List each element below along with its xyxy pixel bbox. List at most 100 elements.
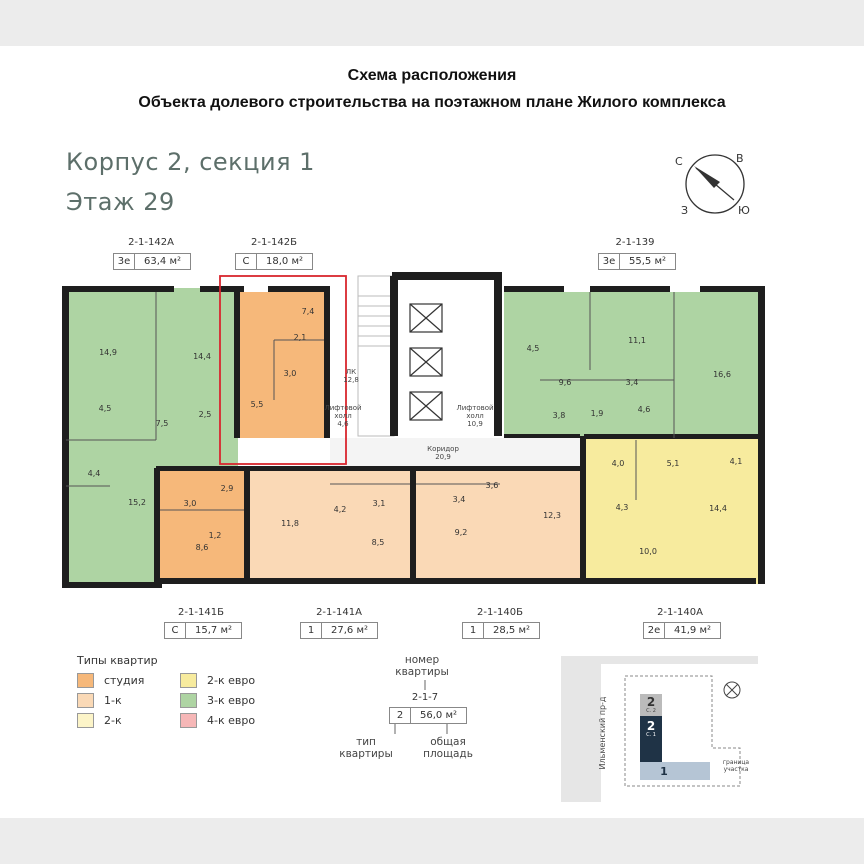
compass-w-label: З (681, 204, 688, 217)
example-type: 2 (390, 708, 411, 723)
room-area: 1,2 (209, 531, 222, 540)
corridor-label: Коридор 20,9 (427, 445, 459, 461)
legend-swatch (180, 673, 197, 688)
stair-label: ЛК 12,8 (343, 368, 359, 384)
site-boundary-label: граница участка (722, 759, 750, 773)
legend-swatch (77, 713, 94, 728)
apt-code-141a: 2-1-141А (316, 607, 362, 618)
legend-title: Типы квартир (77, 654, 158, 667)
section-1-block (640, 716, 662, 768)
compass-s-label: Ю (738, 204, 750, 217)
apt-box-141b: С 15,7 м² (164, 622, 242, 639)
legend-swatch (77, 673, 94, 688)
room-area: 5,5 (251, 400, 264, 409)
apt-box-140a: 2е 41,9 м² (643, 622, 721, 639)
site-building-2-label: 2 (646, 695, 656, 709)
apt-142b-fill (238, 292, 326, 438)
legend-item: 2-к евро (180, 673, 255, 688)
room-area: 4,1 (730, 457, 743, 466)
apt-type: С (165, 623, 186, 638)
legend-item: студия (77, 673, 144, 688)
compass-icon: С В З Ю (675, 152, 750, 217)
apt-box-139: 3е 55,5 м² (598, 253, 676, 270)
site-building-2b-label: 2 (646, 719, 656, 733)
apt-box-142b: С 18,0 м² (235, 253, 313, 270)
room-area: 3,0 (184, 499, 197, 508)
room-area: 8,6 (196, 543, 209, 552)
room-area: 8,5 (372, 538, 385, 547)
apt-area: 15,7 м² (195, 625, 232, 636)
room-area: 3,4 (453, 495, 466, 504)
room-area: 14,9 (99, 348, 117, 357)
legend-label: студия (104, 674, 145, 687)
legend-item: 2-к (77, 713, 122, 728)
stair-steps (358, 295, 394, 347)
apt-139-fill (504, 292, 762, 438)
legend-label: 1-к (104, 694, 122, 707)
legend-item: 1-к (77, 693, 122, 708)
apt-142a-fill-hall (156, 440, 238, 470)
room-area: 4,4 (88, 469, 101, 478)
site-road-label: Ильменский пр-д (598, 696, 607, 770)
section-2-block (640, 694, 662, 716)
apt-code-141b: 2-1-141Б (178, 607, 224, 618)
apt-code-142a: 2-1-142А (128, 237, 174, 248)
apt-box-142a: 3е 63,4 м² (113, 253, 191, 270)
apt-area: 63,4 м² (144, 256, 181, 267)
lift-shafts (409, 303, 443, 421)
partitions (66, 292, 675, 511)
header-line-2: Объекта долевого строительства на поэтаж… (138, 94, 726, 111)
room-area: 2,9 (221, 484, 234, 493)
walls (62, 272, 765, 588)
site-compass-icon (723, 681, 741, 699)
example-area: 56,0 м² (420, 710, 457, 721)
apt-area: 41,9 м² (674, 625, 711, 636)
room-area: 14,4 (709, 504, 727, 513)
apt-area: 28,5 м² (493, 625, 530, 636)
apt-code-139: 2-1-139 (615, 237, 655, 248)
legend-label: 4-к евро (207, 714, 256, 727)
apt-type: 3е (114, 254, 135, 269)
compass-e-label: В (736, 152, 744, 165)
room-area: 9,2 (455, 528, 468, 537)
room-area: 2,5 (199, 410, 212, 419)
apt-141b-fill (156, 470, 246, 584)
room-area: 3,6 (486, 481, 499, 490)
legend-item: 4-к евро (180, 713, 255, 728)
room-area: 12,3 (543, 511, 561, 520)
apt-type: 2е (644, 623, 665, 638)
legend-swatch (77, 693, 94, 708)
site-building-1-label: 1 (660, 765, 668, 778)
room-area: 3,0 (284, 369, 297, 378)
room-area: 1,9 (591, 409, 604, 418)
room-area: 7,4 (302, 307, 315, 316)
room-area: 16,6 (713, 370, 731, 379)
site-sec1-label: С. 1 (646, 732, 656, 738)
corridor-fill (330, 438, 584, 468)
apt-140a-fill (584, 438, 762, 584)
legend-swatch (180, 713, 197, 728)
compass-n-label: С (675, 155, 683, 168)
room-area: 4,6 (638, 405, 651, 414)
example-right-caption: общая площадь (423, 736, 473, 760)
legend-label: 2-к евро (207, 674, 256, 687)
room-area: 11,8 (281, 519, 299, 528)
legend-label: 2-к (104, 714, 122, 727)
floor-title: Этаж 29 (66, 188, 175, 216)
site-sec2-label: С. 2 (646, 708, 656, 714)
apt-box-140b: 1 28,5 м² (462, 622, 540, 639)
apt-box-141a: 1 27,6 м² (300, 622, 378, 639)
room-area: 4,3 (616, 503, 629, 512)
example-box: 2 56,0 м² (389, 707, 467, 724)
apt-type: 3е (599, 254, 620, 269)
lift-hall-2-label: Лифтовой холл 10,9 (456, 404, 494, 428)
selected-apartment-frame (219, 275, 347, 465)
legend-item: 3-к евро (180, 693, 255, 708)
example-left-caption: тип квартиры (339, 736, 393, 760)
apt-140b-fill (412, 470, 584, 584)
stair-core (357, 275, 395, 437)
apt-142a-fill-west (66, 288, 156, 588)
